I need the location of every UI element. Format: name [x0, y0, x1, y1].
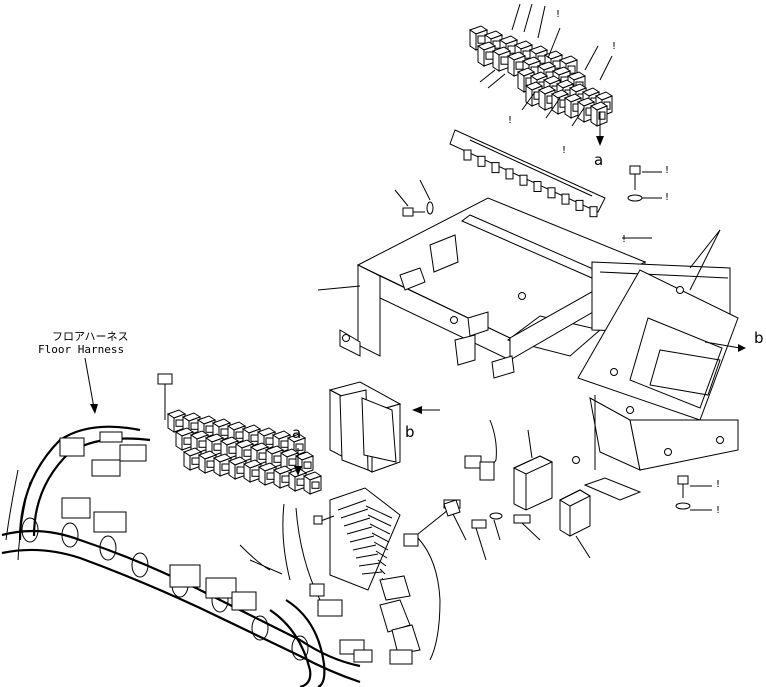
mounting-hole [450, 316, 458, 324]
relay [589, 101, 609, 127]
index-tick: ! [665, 165, 670, 176]
harness-wrap [99, 535, 117, 561]
mounting-hole [626, 406, 634, 414]
view-a-label-top: a [594, 151, 604, 169]
index-tick: ! [508, 115, 513, 126]
floor-harness-label-en: Floor Harness [38, 343, 125, 356]
index-tick: ! [612, 41, 617, 52]
relay [242, 459, 263, 483]
relay [182, 447, 203, 471]
bolt-left [394, 179, 434, 217]
relay [272, 465, 293, 489]
relay [227, 456, 248, 480]
fuse-relay-block-left [157, 373, 323, 495]
index-tick: ! [622, 234, 627, 245]
strip-tab [463, 149, 472, 161]
relay [476, 41, 497, 67]
strip-tab [561, 193, 570, 205]
strip-tab [519, 174, 528, 186]
view-b-label-center: b [405, 423, 415, 441]
floor-harness-leader [84, 357, 98, 414]
strip-tab [547, 187, 556, 199]
harness-wrap [131, 552, 149, 578]
relay [491, 46, 512, 72]
strip-tab [589, 206, 598, 218]
index-tick: ! [562, 145, 567, 156]
view-a-label-left: a [292, 424, 302, 442]
mounting-hole [716, 436, 724, 444]
floor-harness-label-jp: フロアハーネス [52, 330, 129, 343]
mounting-hole [342, 334, 350, 342]
strip-tab [505, 168, 514, 180]
relay [212, 453, 233, 477]
controller-units [443, 419, 592, 561]
harness-wrap [21, 517, 39, 543]
view-b-label-right: b [754, 329, 764, 347]
bolts-lower-right [675, 475, 712, 511]
bolts-upper-right [627, 165, 662, 202]
mounting-hole [664, 448, 672, 456]
relay [197, 450, 218, 474]
floor-harness-bundle [1, 425, 413, 687]
main-bracket [317, 197, 739, 501]
index-tick: ! [716, 505, 721, 516]
relay [166, 409, 187, 433]
index-tick: ! [665, 192, 670, 203]
harness-wrap [61, 522, 79, 548]
mounting-hole [572, 456, 580, 464]
strip-tab [533, 181, 542, 192]
mounting-hole [610, 368, 618, 376]
strip-tab [477, 155, 486, 167]
mounting-hole [518, 292, 526, 300]
harness-wrap [291, 635, 309, 661]
relay [257, 462, 278, 486]
relay-mount-strip [449, 129, 606, 218]
harness-wrap [251, 615, 269, 641]
index-tick: ! [556, 9, 561, 20]
fuse-box-center [313, 381, 461, 661]
index-tick: ! [716, 479, 721, 490]
strip-tab [575, 199, 584, 211]
relay [302, 471, 323, 495]
relay-cluster-top [468, 3, 614, 146]
mounting-hole [676, 286, 684, 294]
relay [174, 427, 195, 451]
strip-tab [491, 162, 500, 174]
